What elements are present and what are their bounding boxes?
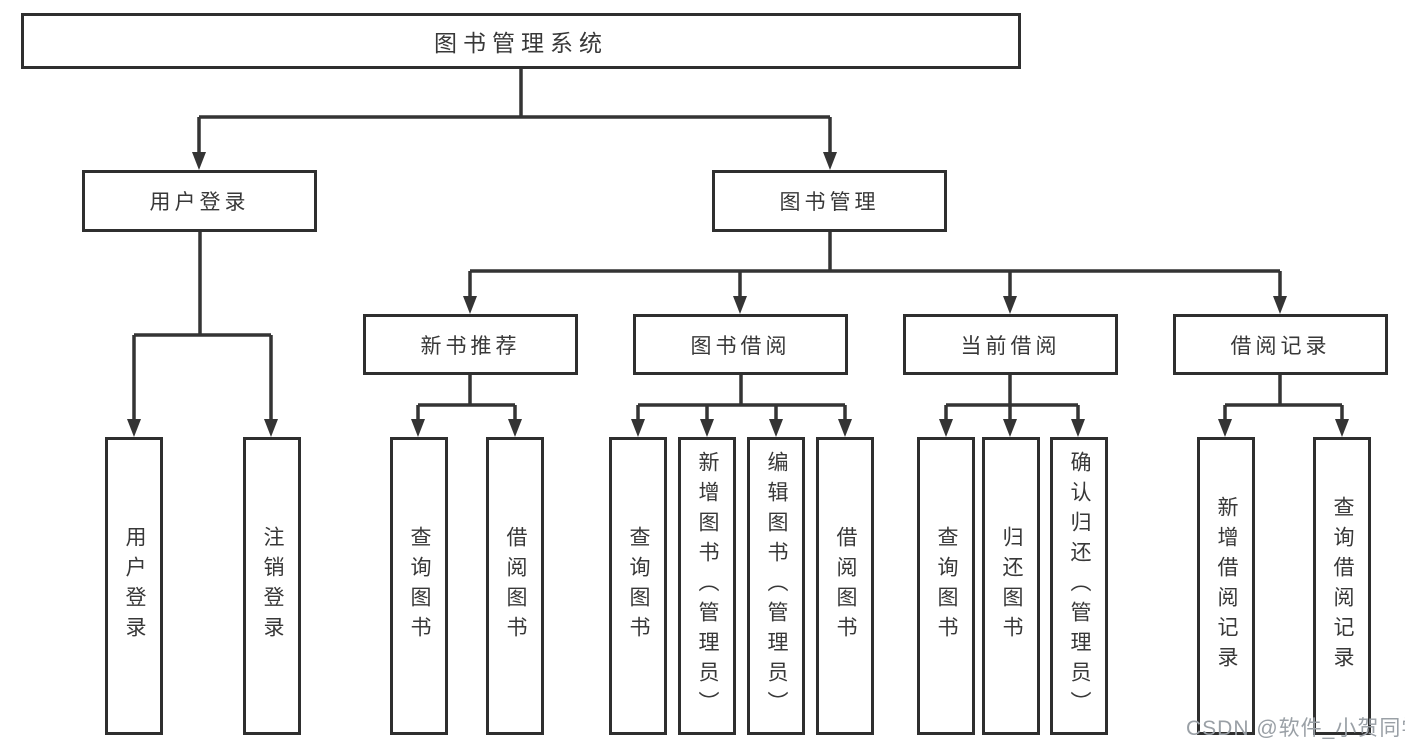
- connector-new-book-children: [411, 375, 522, 437]
- node-label: 新书推荐: [420, 334, 521, 358]
- csdn-watermark: CSDN @软件_小贺同学: [1186, 717, 1405, 740]
- node-library-management-system: 图书管理系统: [21, 13, 1021, 69]
- node-confirm-return-admin: 确认归还（管理员）: [1050, 437, 1108, 735]
- node-label: 注销登录: [261, 526, 284, 646]
- connector-book-management-children: [463, 232, 1287, 314]
- node-search-borrowing-record: 查询借阅记录: [1313, 437, 1371, 735]
- node-label: 查询图书: [408, 526, 431, 646]
- connector-root-to-branches: [192, 69, 837, 170]
- node-user-login: 用户登录: [82, 170, 317, 232]
- node-user-login-leaf: 用户登录: [105, 437, 163, 735]
- node-label: 新增图书（管理员）: [696, 451, 719, 721]
- node-label: 借阅图书: [504, 526, 527, 646]
- node-label: 查询图书: [935, 526, 958, 646]
- node-label: 当前借阅: [960, 334, 1061, 358]
- node-search-books-borrowing: 查询图书: [609, 437, 667, 735]
- node-label: 借阅图书: [834, 526, 857, 646]
- connector-user-login-children: [127, 232, 278, 437]
- node-label: 图书管理: [779, 191, 880, 214]
- node-label: 确认归还（管理员）: [1068, 451, 1091, 721]
- node-add-books-admin: 新增图书（管理员）: [678, 437, 736, 735]
- node-label: 图书借阅: [690, 334, 791, 358]
- node-label: 查询借阅记录: [1331, 496, 1354, 676]
- node-label: 借阅记录: [1230, 334, 1331, 358]
- connector-borrowing-records-children: [1218, 375, 1349, 437]
- node-edit-books-admin: 编辑图书（管理员）: [747, 437, 805, 735]
- connector-book-borrowing-children: [631, 375, 852, 437]
- node-borrow-books-recommend: 借阅图书: [486, 437, 544, 735]
- node-label: 归还图书: [1000, 526, 1023, 646]
- node-return-books: 归还图书: [982, 437, 1040, 735]
- node-borrowing-records: 借阅记录: [1173, 314, 1388, 375]
- node-label: 用户登录: [149, 191, 250, 214]
- node-label: 编辑图书（管理员）: [765, 451, 788, 721]
- node-label: 新增借阅记录: [1215, 496, 1238, 676]
- node-label: 查询图书: [627, 526, 650, 646]
- node-label: 图书管理系统: [434, 30, 608, 56]
- connector-current-borrowing-children: [939, 375, 1085, 437]
- node-current-borrowing: 当前借阅: [903, 314, 1118, 375]
- node-search-books-recommend: 查询图书: [390, 437, 448, 735]
- node-book-management: 图书管理: [712, 170, 947, 232]
- node-logout: 注销登录: [243, 437, 301, 735]
- node-add-borrowing-record: 新增借阅记录: [1197, 437, 1255, 735]
- node-new-book-recommendation: 新书推荐: [363, 314, 578, 375]
- node-book-borrowing: 图书借阅: [633, 314, 848, 375]
- node-search-books-current: 查询图书: [917, 437, 975, 735]
- node-borrow-books: 借阅图书: [816, 437, 874, 735]
- node-label: 用户登录: [123, 526, 146, 646]
